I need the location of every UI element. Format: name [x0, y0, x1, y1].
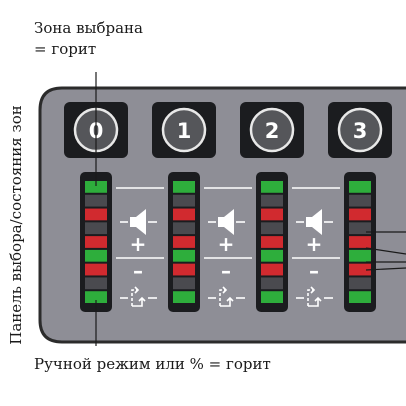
zone-button-1[interactable]: 1	[152, 102, 216, 158]
side-annotation: Панель выбора/состояния зон	[7, 105, 25, 345]
volume-control-1: + –	[208, 209, 245, 307]
volume-control-2: + –	[296, 209, 333, 307]
led-segment-red	[85, 263, 107, 276]
led-segment-dark	[349, 277, 371, 290]
bottom-annotation: Ручной режим или % = горит	[34, 355, 271, 373]
led-status-bar-1	[168, 172, 200, 312]
led-segment-green	[261, 181, 283, 193]
led-segment-green	[349, 291, 371, 303]
source-select-icon[interactable]	[120, 286, 157, 307]
led-segment-red	[349, 263, 371, 276]
led-segment-green	[173, 249, 195, 262]
led-status-bar-3	[344, 172, 376, 312]
led-status-bar-0	[80, 172, 112, 312]
zone-label-1: 1	[177, 119, 192, 143]
led-segment-green	[173, 181, 195, 193]
led-segment-red	[261, 208, 283, 221]
led-segment-dark	[85, 277, 107, 290]
led-segment-red	[261, 263, 283, 276]
led-segment-red	[173, 236, 195, 248]
led-segment-red	[85, 236, 107, 248]
led-segment-dark	[261, 222, 283, 235]
volume-down-button[interactable]: –	[221, 259, 231, 283]
top-annotation-line1: Зона выбрана	[34, 19, 143, 37]
led-segment-green	[85, 181, 107, 193]
led-segment-dark	[173, 222, 195, 235]
led-segment-red	[85, 208, 107, 221]
speaker-icon[interactable]	[208, 209, 245, 235]
led-segment-dark	[349, 194, 371, 207]
led-segment-dark	[85, 194, 107, 207]
volume-down-button[interactable]: –	[309, 259, 319, 283]
speaker-icon[interactable]	[296, 209, 333, 235]
top-annotation: Зона выбрана = горит	[34, 18, 143, 60]
volume-up-button[interactable]: +	[218, 232, 235, 256]
zone-label-2: 2	[265, 119, 280, 143]
callout-lines	[95, 72, 406, 346]
volume-down-button[interactable]: –	[133, 259, 143, 283]
led-segment-green	[349, 249, 371, 262]
volume-control-0: + –	[120, 209, 157, 307]
led-segment-dark	[349, 222, 371, 235]
led-status-bar-2	[256, 172, 288, 312]
led-segment-red	[173, 208, 195, 221]
device-panel	[38, 86, 406, 344]
separator-lines	[116, 187, 340, 259]
volume-up-button[interactable]: +	[306, 232, 323, 256]
zone-label-3: 3	[353, 119, 368, 143]
led-segment-red	[349, 208, 371, 221]
top-annotation-line2: = горит	[34, 40, 97, 58]
zone-button-2[interactable]: 2	[240, 102, 304, 158]
led-segment-red	[349, 236, 371, 248]
led-segment-green	[261, 249, 283, 262]
source-select-icon[interactable]	[296, 286, 333, 307]
led-segment-green	[85, 291, 107, 303]
led-segment-dark	[173, 194, 195, 207]
zone-button-3[interactable]: 3	[328, 102, 392, 158]
led-segment-green	[85, 249, 107, 262]
led-segment-dark	[261, 194, 283, 207]
led-segment-dark	[173, 277, 195, 290]
source-select-icon[interactable]	[208, 286, 245, 307]
led-segment-red	[261, 236, 283, 248]
led-segment-dark	[85, 222, 107, 235]
led-segment-red	[173, 263, 195, 276]
led-segment-dark	[261, 277, 283, 290]
speaker-icon[interactable]	[120, 209, 157, 235]
led-segment-green	[173, 291, 195, 303]
volume-up-button[interactable]: +	[130, 232, 147, 256]
led-segment-green	[349, 181, 371, 193]
led-segment-green	[261, 291, 283, 303]
